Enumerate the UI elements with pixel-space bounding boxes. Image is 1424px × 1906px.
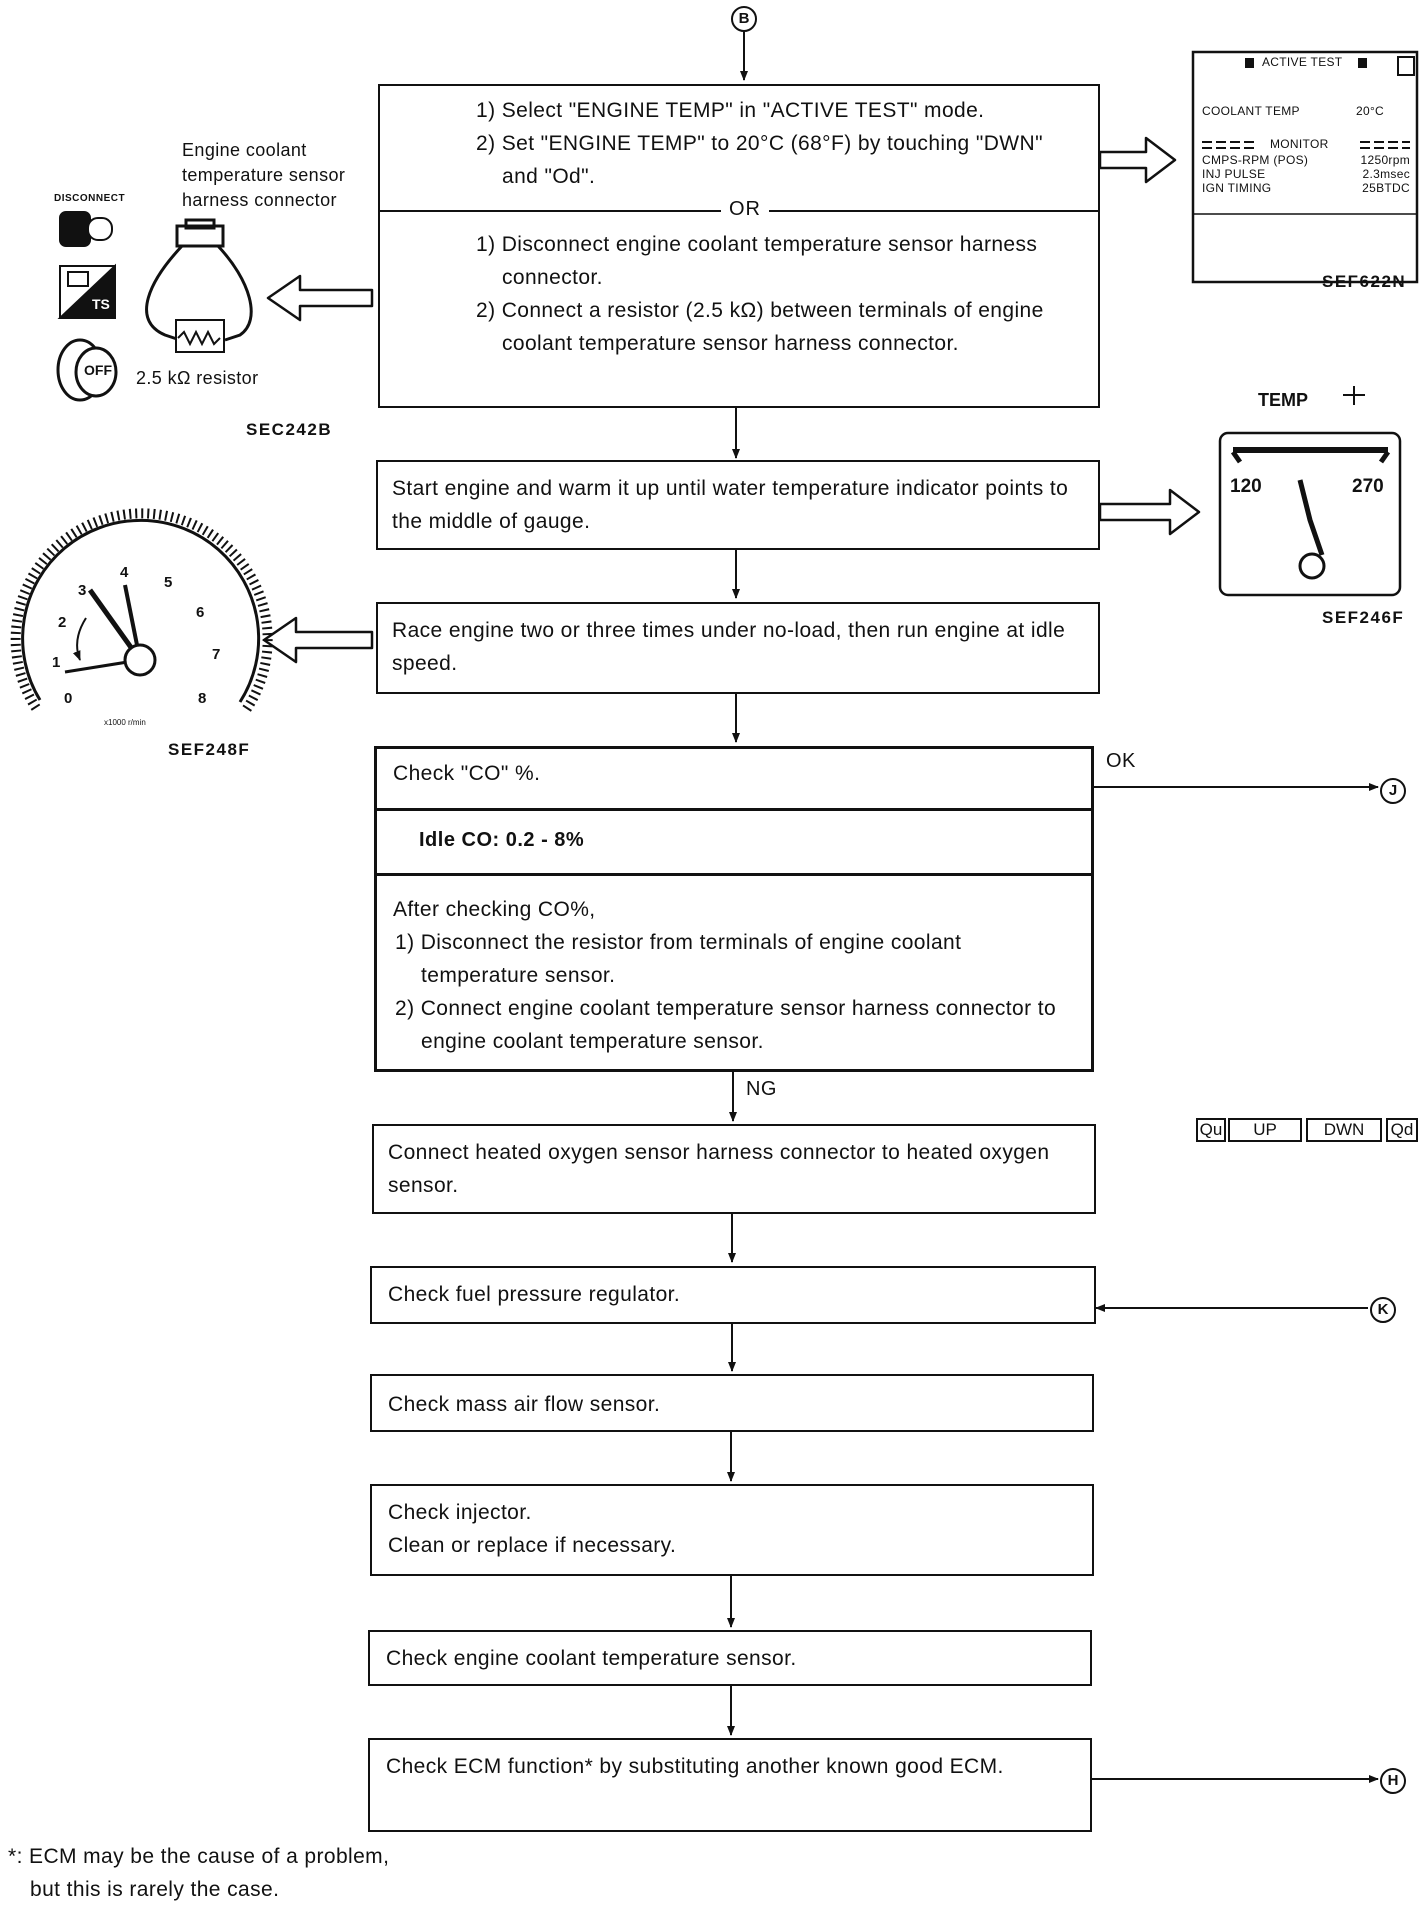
arrow-to-harness: [266, 274, 374, 322]
step3-text: Race engine two or three times under no-…: [392, 619, 1066, 675]
step-injector-text-block: Check injector. Clean or replace if nece…: [388, 1496, 676, 1562]
tach-number: 6: [196, 604, 205, 621]
crt-button-dwn[interactable]: DWN: [1306, 1118, 1382, 1142]
crt-row-value: 2.3msec: [1362, 167, 1410, 181]
step-fuel-regulator: Check fuel pressure regulator.: [370, 1266, 1096, 1324]
tach-number: 2: [58, 614, 67, 631]
resistor-label: 2.5 kΩ resistor: [136, 368, 259, 388]
crt-button-qu[interactable]: Qu: [1196, 1118, 1226, 1142]
step-ect-sensor: Check engine coolant temperature sensor.: [368, 1630, 1092, 1686]
code-sef622n: SEF622N: [1322, 272, 1407, 291]
crt-row-label: INJ PULSE: [1202, 167, 1266, 181]
code-sef246f: SEF246F: [1322, 608, 1405, 627]
code-sef248f: SEF248F: [168, 740, 251, 759]
arrow-to-temp-gauge: [1098, 488, 1201, 536]
tach-number: 0: [64, 690, 73, 707]
crt-monitor-label: MONITOR: [1268, 137, 1331, 151]
crt-screen: [1191, 50, 1419, 284]
crt-button-up[interactable]: UP: [1228, 1118, 1302, 1142]
crt-monitor-rows: CMPS-RPM (POS) INJ PULSE IGN TIMING: [1202, 153, 1308, 195]
ng-label: NG: [746, 1078, 777, 1100]
temp-gauge-low: 120: [1230, 476, 1262, 497]
disconnect-icon: [59, 211, 113, 247]
step-injector-text: Check injector.: [388, 1501, 532, 1524]
step-maf-sensor: Check mass air flow sensor.: [370, 1374, 1094, 1432]
co-divider-1: [377, 808, 1091, 811]
tach-unit: x1000 r/min: [104, 718, 146, 727]
tach-number: 8: [198, 690, 207, 707]
crt-monitor-values: 1250rpm 2.3msec 25BTDC: [1340, 153, 1410, 195]
off-label: OFF: [84, 362, 112, 378]
after-check-title: After checking CO%,: [393, 898, 596, 921]
idle-co-spec: Idle CO: 0.2 - 8%: [419, 829, 585, 851]
after-check-block: After checking CO%, 1) Disconnect the re…: [393, 893, 1083, 1058]
crt-row-label: IGN TIMING: [1202, 181, 1272, 195]
step-fuel-regulator-text: Check fuel pressure regulator.: [388, 1283, 681, 1306]
tach-number: 7: [212, 646, 221, 663]
connector-h: H: [1380, 1768, 1406, 1794]
ignition-ts-icon: [57, 263, 116, 319]
ok-label: OK: [1106, 750, 1136, 772]
harness-connector-drawing: [145, 218, 253, 353]
crt-title: ACTIVE TEST: [1262, 55, 1343, 69]
temp-gauge-title: TEMP: [1258, 390, 1309, 410]
check-co-title: Check "CO" %.: [393, 762, 541, 785]
ts-label: TS: [92, 296, 110, 312]
crt-step-1: 1) Select "ENGINE TEMP" in "ACTIVE TEST"…: [476, 99, 985, 122]
crt-row-value: 25BTDC: [1362, 181, 1410, 195]
tach-number: 5: [164, 574, 173, 591]
crt-row-label: CMPS-RPM (POS): [1202, 153, 1309, 167]
disconnect-label: DISCONNECT: [54, 193, 126, 204]
arrow-to-tach: [262, 616, 374, 664]
after-check-item: 2) Connect engine coolant temperature se…: [395, 997, 1057, 1053]
tach-number: 4: [120, 564, 129, 581]
crt-button-qd[interactable]: Qd: [1386, 1118, 1418, 1142]
harness-connector-label: Engine coolant temperature sensor harnes…: [182, 140, 346, 210]
step-ecm-function: Check ECM function* by substituting anot…: [368, 1738, 1092, 1832]
tach-number: 3: [78, 582, 87, 599]
temp-gauge-drawing: [1218, 386, 1402, 597]
or-label: OR: [721, 198, 769, 221]
after-check-item: 1) Disconnect the resistor from terminal…: [395, 931, 962, 987]
ignition-off-icon: [56, 338, 118, 402]
step-injector-text-2: Clean or replace if necessary.: [388, 1534, 677, 1557]
manual-step-1: 1) Disconnect engine coolant temperature…: [476, 233, 1038, 289]
step-injector: Check injector. Clean or replace if nece…: [370, 1484, 1094, 1576]
connector-b: B: [731, 6, 757, 32]
tach-number: 1: [52, 654, 61, 671]
manual-step-2: 2) Connect a resistor (2.5 kΩ) between t…: [476, 299, 1044, 355]
crt-coolant-value: 20°C: [1356, 104, 1385, 118]
step-connect-ho2s-text: Connect heated oxygen sensor harness con…: [388, 1141, 1050, 1197]
footnote: *: ECM may be the cause of a problem, bu…: [8, 1840, 389, 1906]
footnote-line-2: but this is rarely the case.: [30, 1878, 280, 1901]
step-ecm-function-text: Check ECM function* by substituting anot…: [386, 1755, 1004, 1778]
crt-instructions: 1) Select "ENGINE TEMP" in "ACTIVE TEST"…: [474, 94, 1079, 193]
step3-box: Race engine two or three times under no-…: [376, 602, 1100, 694]
step1-box: OR 1) Select "ENGINE TEMP" in "ACTIVE TE…: [378, 84, 1100, 408]
manual-instructions: 1) Disconnect engine coolant temperature…: [474, 228, 1064, 360]
connector-j: J: [1380, 778, 1406, 804]
step2-box: Start engine and warm it up until water …: [376, 460, 1100, 550]
step-ect-sensor-text: Check engine coolant temperature sensor.: [386, 1647, 797, 1670]
code-sec242b: SEC242B: [246, 420, 333, 439]
crt-row-value: 1250rpm: [1360, 153, 1410, 167]
step2-text: Start engine and warm it up until water …: [392, 477, 1069, 533]
step-maf-sensor-text: Check mass air flow sensor.: [388, 1393, 661, 1416]
crt-coolant-label: COOLANT TEMP: [1202, 104, 1300, 118]
tachometer-drawing: [10, 508, 273, 713]
temp-gauge-high: 270: [1352, 476, 1384, 497]
connector-k: K: [1370, 1297, 1396, 1323]
arrow-to-crt: [1098, 136, 1177, 184]
co-divider-2: [377, 873, 1091, 876]
check-co-box: Check "CO" %. Idle CO: 0.2 - 8% After ch…: [374, 746, 1094, 1072]
crt-step-2: 2) Set "ENGINE TEMP" to 20°C (68°F) by t…: [476, 132, 1043, 188]
step-connect-ho2s: Connect heated oxygen sensor harness con…: [372, 1124, 1096, 1214]
footnote-line-1: *: ECM may be the cause of a problem,: [8, 1845, 390, 1868]
